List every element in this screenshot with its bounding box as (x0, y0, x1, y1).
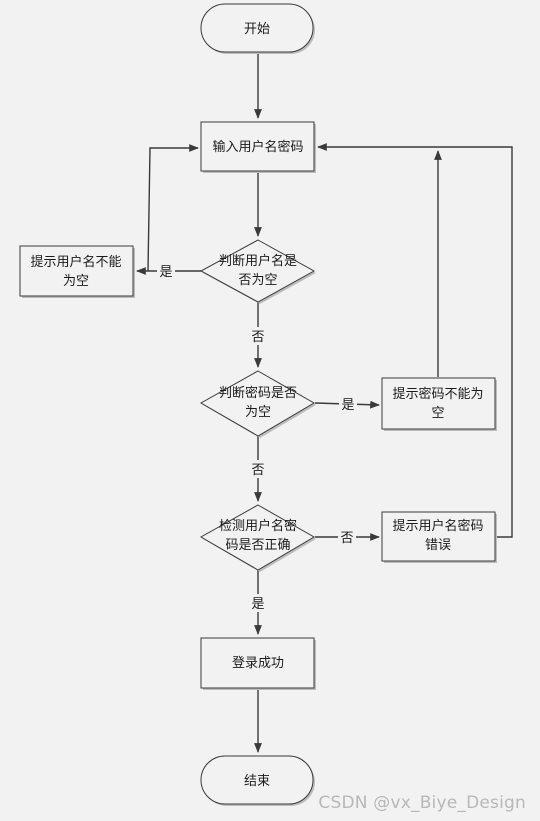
node-success-label: 登录成功 (232, 656, 284, 671)
label-pass-yes: 是 (341, 398, 354, 413)
node-user-empty-msg: 提示用户名不能 为空 (19, 245, 135, 298)
node-user-empty-msg-line-1: 提示用户名不能 (30, 254, 121, 270)
edge-labels: 是 否 是 否 否 是 (157, 262, 357, 612)
watermark-text: CSDN @vx_Biye_Design (318, 793, 526, 813)
node-end-label: 结束 (244, 774, 270, 789)
node-check-pass-line-1: 判断密码是否 (219, 385, 297, 401)
label-verify-yes: 是 (251, 597, 264, 612)
node-verify-line-2: 码是否正确 (225, 538, 290, 553)
node-check-pass: 判断密码是否 为空 (199, 370, 316, 438)
label-user-no: 否 (251, 330, 264, 345)
node-pass-empty-msg-line-2: 空 (431, 406, 444, 421)
node-success: 登录成功 (200, 637, 316, 690)
edge-wrong-msg-to-input (317, 143, 513, 538)
label-pass-no: 否 (251, 463, 264, 478)
edge-user-msg-to-input (147, 144, 199, 272)
label-verify-no: 否 (340, 531, 353, 546)
node-start: 开始 (200, 3, 315, 54)
node-verify-line-1: 检测用户名密 (219, 518, 297, 534)
node-user-empty-msg-line-2: 为空 (63, 274, 89, 289)
node-start-label: 开始 (244, 22, 270, 37)
node-input: 输入用户名密码 (200, 121, 316, 173)
node-check-user: 判断用户名是 否为空 (199, 239, 316, 304)
node-check-pass-line-2: 为空 (245, 405, 271, 420)
node-wrong-msg: 提示用户名密码 错误 (381, 511, 497, 563)
node-pass-empty-msg: 提示密码不能为 空 (381, 377, 497, 431)
node-verify: 检测用户名密 码是否正确 (199, 504, 316, 572)
node-input-label: 输入用户名密码 (212, 139, 303, 155)
node-check-user-line-1: 判断用户名是 (219, 253, 297, 269)
node-end: 结束 (200, 755, 315, 806)
node-wrong-msg-line-2: 错误 (425, 538, 451, 553)
label-user-yes: 是 (159, 265, 172, 280)
node-pass-empty-msg-line-1: 提示密码不能为 (392, 386, 483, 402)
node-check-user-line-2: 否为空 (238, 273, 277, 288)
node-wrong-msg-line-1: 提示用户名密码 (392, 518, 483, 534)
